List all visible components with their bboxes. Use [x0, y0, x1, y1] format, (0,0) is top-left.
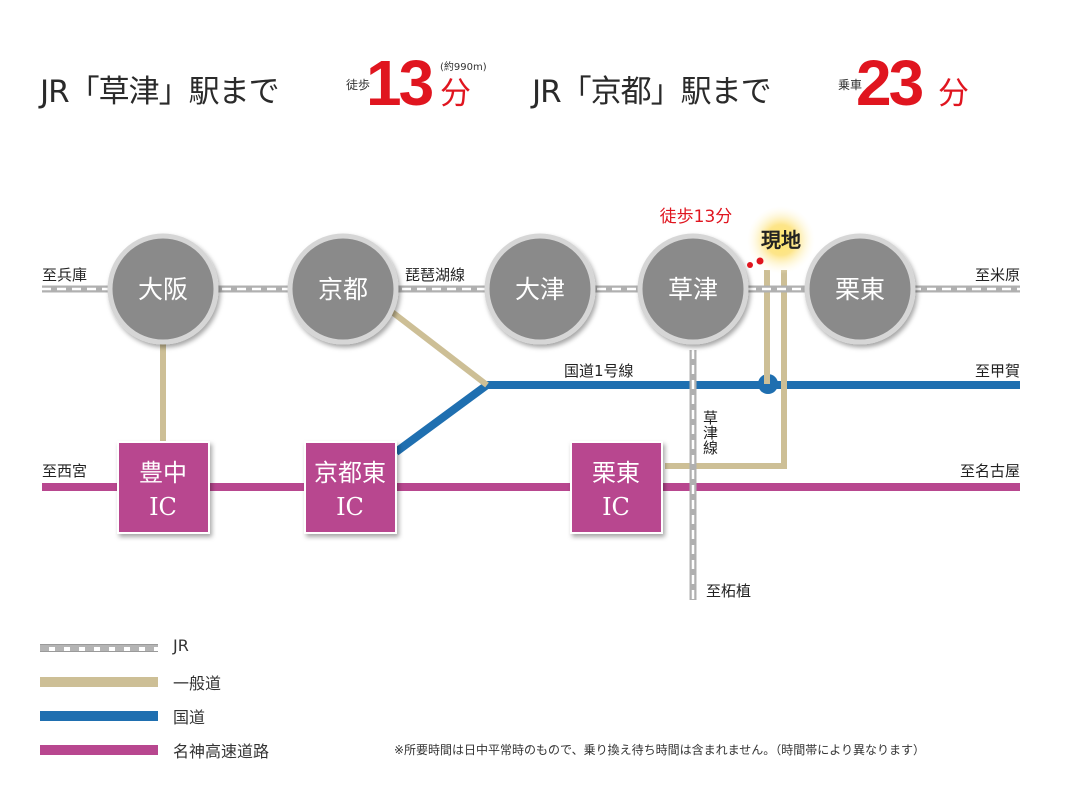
- direction-hyogo: 至兵庫: [42, 266, 87, 284]
- ic-toyonaka-suffix: IC: [149, 493, 177, 521]
- site-marker-dot: [756, 257, 764, 265]
- ic-ritto: 栗東 IC: [570, 441, 663, 534]
- footnote: ※所要時間は日中平常時のもので、乗り換え待ち時間は含まれません。（時間帯により異…: [394, 743, 925, 757]
- station-osaka: [107, 233, 219, 345]
- header-kusatsu-lead: JR「草津」駅まで: [40, 74, 280, 110]
- road-site-ritto: [665, 270, 787, 469]
- ic-toyonaka: 豊中 IC: [117, 441, 210, 534]
- ic-kyoto-higashi-suffix: IC: [336, 493, 364, 521]
- legend-expressway-swatch: [40, 745, 158, 755]
- line-label-biwako: 琵琶湖線: [405, 266, 465, 284]
- direction-maibara: 至米原: [975, 266, 1020, 284]
- header-kusatsu-unit: 分: [440, 76, 471, 112]
- legend-national-label: 国道: [173, 708, 206, 727]
- legend-jr-swatch: [40, 644, 158, 652]
- header-kusatsu-minutes: 13: [366, 47, 434, 119]
- legend-road-swatch: [40, 677, 158, 687]
- station-kusatsu: [637, 233, 749, 345]
- ic-ritto-name: 栗東: [592, 459, 640, 487]
- site-marker-dot: [747, 262, 753, 268]
- legend-road-label: 一般道: [173, 674, 222, 693]
- station-ritto: [804, 233, 916, 345]
- header-kyoto-minutes: 23: [856, 47, 924, 119]
- legend-expressway-label: 名神高速道路: [173, 742, 270, 761]
- legend-national-swatch: [40, 711, 158, 721]
- station-label-kusatsu: 草津: [668, 275, 718, 304]
- ic-ritto-suffix: IC: [602, 493, 630, 521]
- station-kyoto: [287, 233, 399, 345]
- header-kyoto-lead: JR「京都」駅まで: [532, 74, 772, 110]
- site-glow: [747, 206, 815, 274]
- ic-toyonaka-name: 豊中: [139, 459, 187, 487]
- direction-koka: 至甲賀: [975, 362, 1020, 380]
- station-label-ritto: 栗東: [835, 275, 885, 304]
- header-kyoto-unit: 分: [938, 76, 969, 112]
- ic-kyoto-higashi: 京都東 IC: [304, 441, 397, 534]
- site-walk-label: 徒歩13分: [660, 207, 733, 227]
- station-label-otsu: 大津: [515, 275, 565, 304]
- header-kusatsu-distance: (約990m): [440, 62, 487, 73]
- road-kyoto-national: [381, 302, 489, 388]
- line-label-route1: 国道1号線: [564, 362, 634, 380]
- direction-tsuge: 至柘植: [706, 582, 751, 600]
- site-label: 現地: [761, 228, 801, 252]
- direction-nishinomiya: 至西宮: [42, 462, 87, 480]
- direction-nagoya: 至名古屋: [960, 462, 1020, 480]
- line-label-kusatsu: 草津線: [701, 410, 719, 455]
- station-otsu: [484, 233, 596, 345]
- legend-jr-label: JR: [173, 636, 189, 655]
- station-label-kyoto: 京都: [318, 275, 368, 304]
- ic-kyoto-higashi-name: 京都東: [314, 459, 386, 487]
- station-label-osaka: 大阪: [138, 275, 188, 304]
